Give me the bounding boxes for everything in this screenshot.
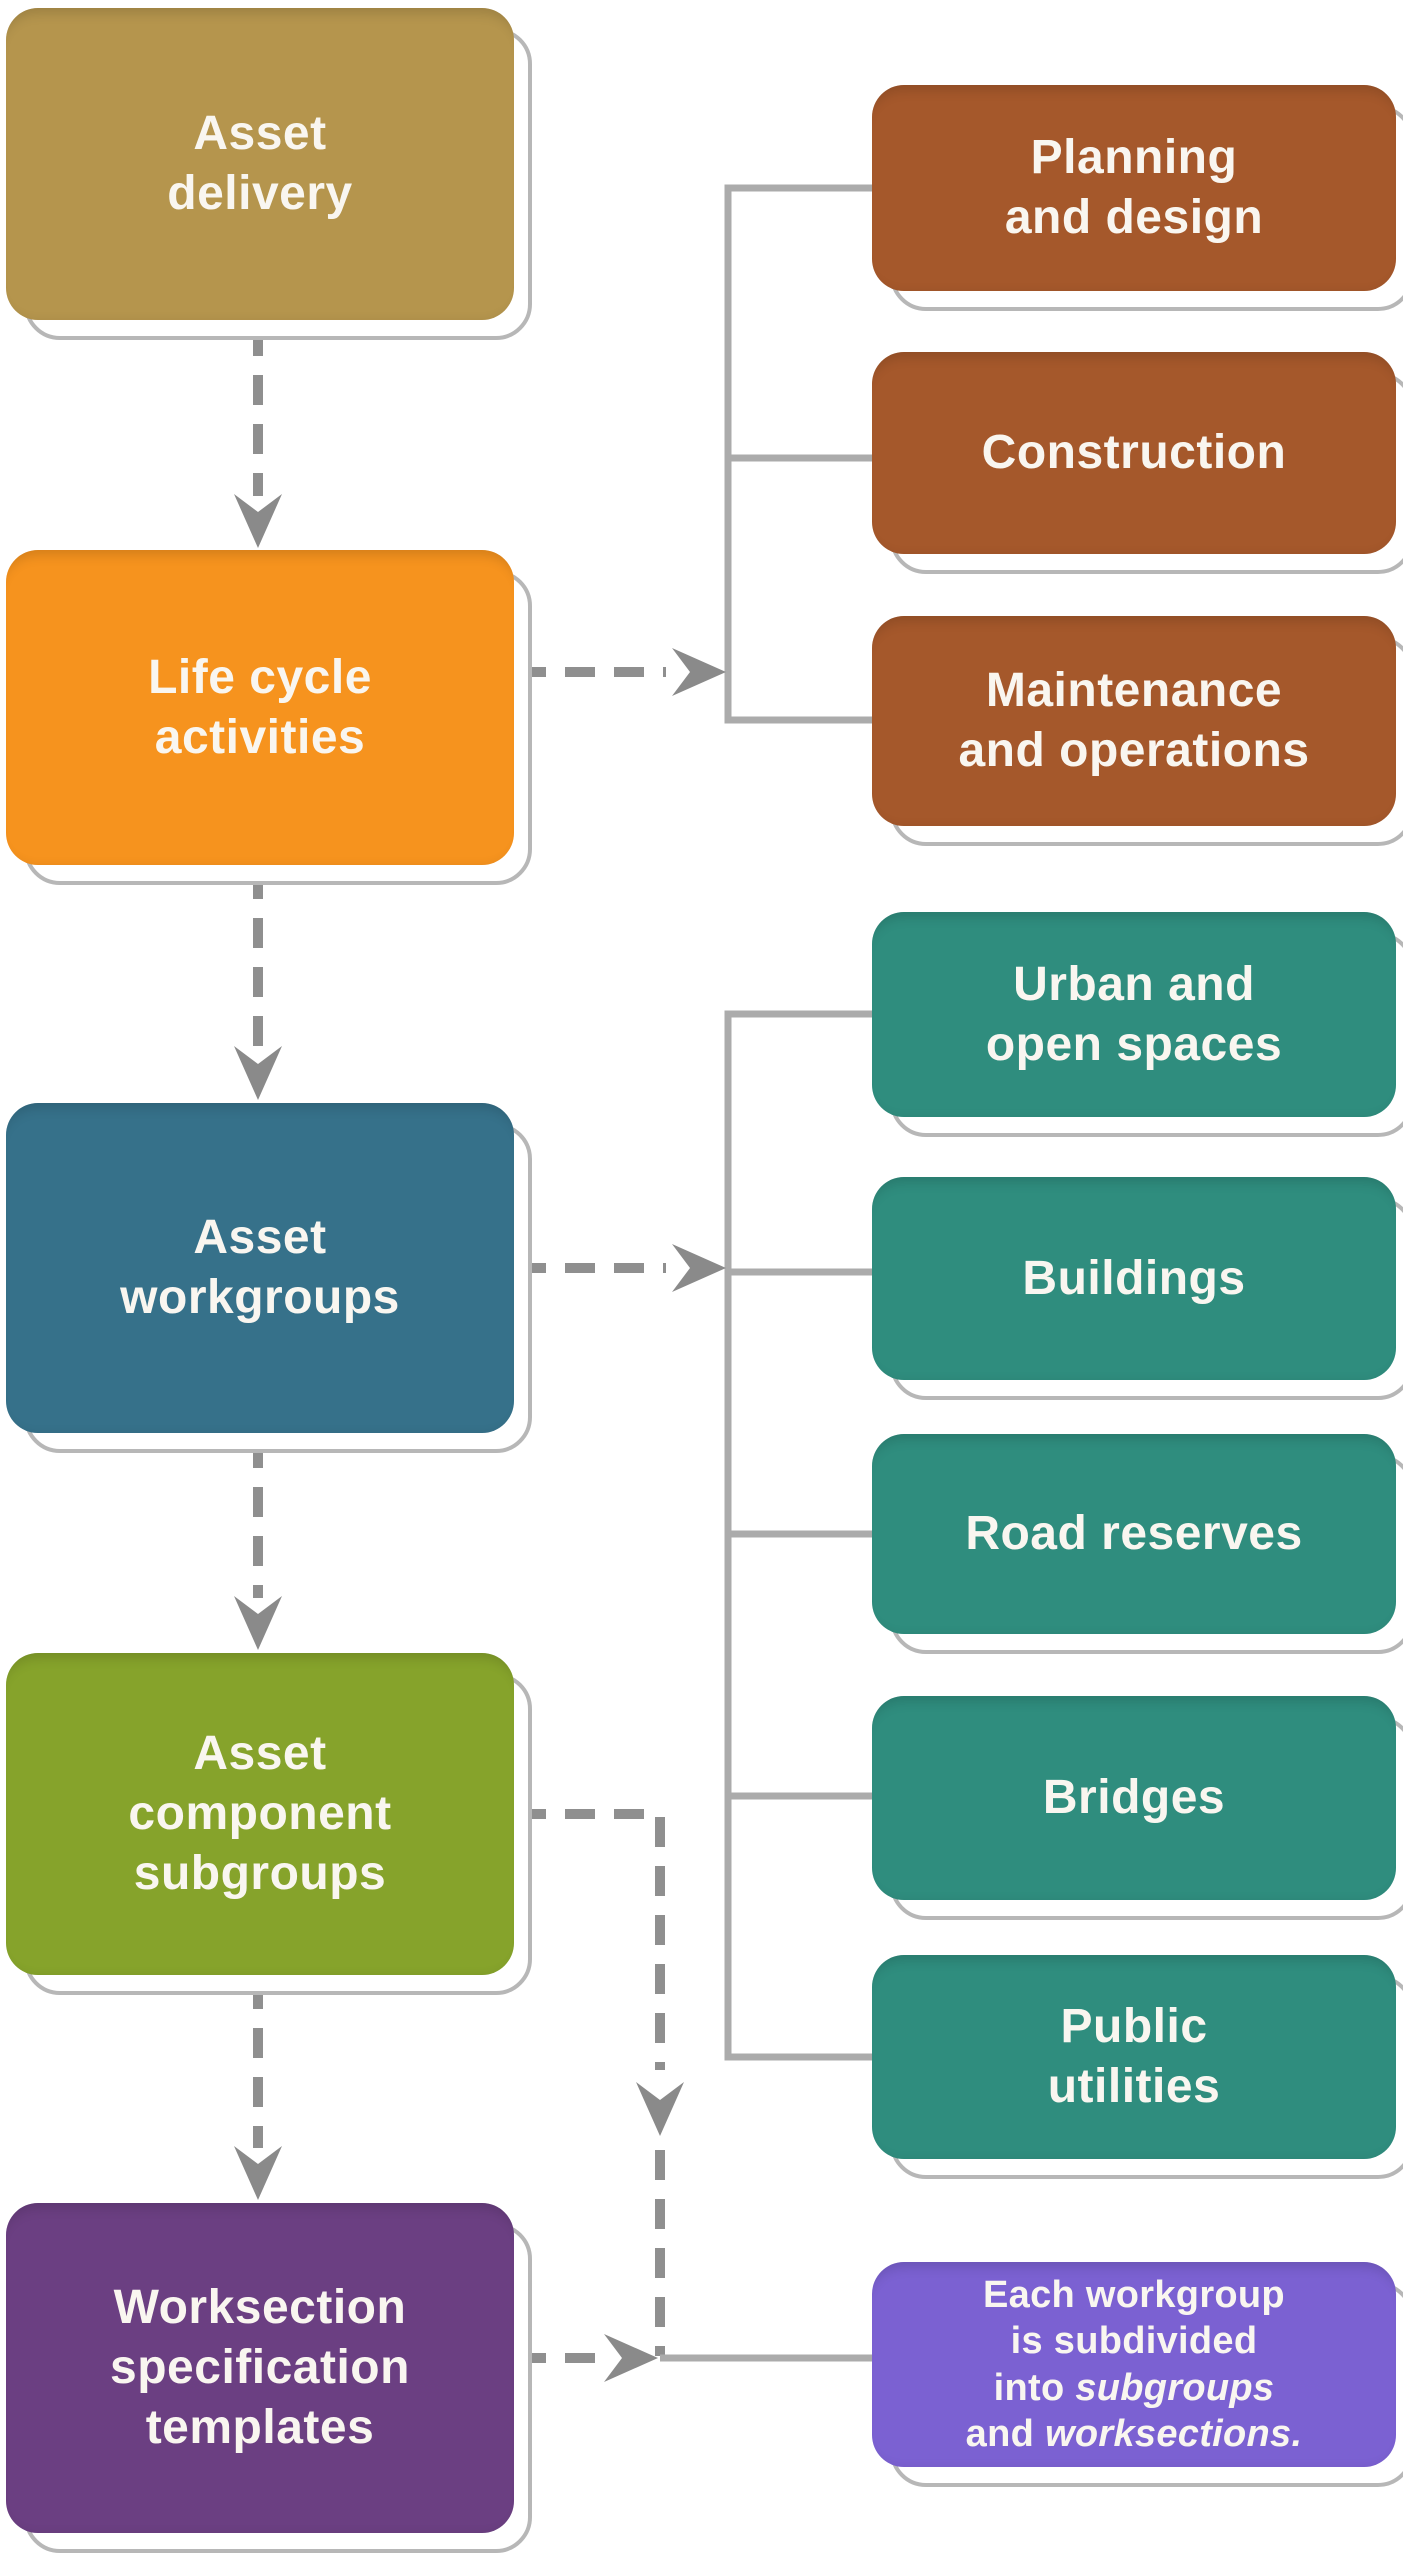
- node-planning-and-design: Planning and design: [872, 85, 1403, 311]
- node-life-cycle-activities: Life cycle activities: [6, 550, 532, 885]
- node-face: Bridges: [872, 1696, 1396, 1900]
- arrowhead-down-to-life-cycle: [234, 494, 282, 548]
- node-label: Asset delivery: [167, 107, 353, 220]
- node-label: Planning and design: [1004, 131, 1264, 244]
- bracket-workgroups-group: [724, 1010, 874, 2061]
- node-face: Planning and design: [872, 85, 1396, 291]
- arrowhead-down-to-component-subgroups: [234, 1596, 282, 1650]
- node-face: Asset component subgroups: [6, 1653, 514, 1975]
- node-urban-and-open-spaces: Urban and open spaces: [872, 912, 1403, 1137]
- bracket-life-cycle-group: [724, 184, 874, 724]
- node-face: Asset delivery: [6, 8, 514, 320]
- node-bridges: Bridges: [872, 1696, 1403, 1920]
- node-buildings: Buildings: [872, 1177, 1403, 1400]
- node-label: Asset workgroups: [120, 1211, 400, 1324]
- node-label: Construction: [981, 426, 1287, 479]
- arrowhead-down-elbow: [636, 2082, 684, 2136]
- node-face: Asset workgroups: [6, 1103, 514, 1433]
- node-label: Road reserves: [965, 1507, 1303, 1560]
- node-asset-component-subgroups: Asset component subgroups: [6, 1653, 532, 1995]
- node-label: Buildings: [1022, 1251, 1246, 1305]
- node-face: Worksection specification templates: [6, 2203, 514, 2533]
- note-line: into subgroups: [993, 2366, 1275, 2409]
- node-label: Public utilities: [1047, 2000, 1221, 2113]
- node-worksection-specification-templates: Worksection specification templates: [6, 2203, 532, 2553]
- node-label: Worksection specification templates: [110, 2281, 410, 2454]
- node-face: Urban and open spaces: [872, 912, 1396, 1117]
- node-asset-delivery: Asset delivery: [6, 8, 532, 340]
- note-text: Each workgroup is subdivided into subgro…: [966, 2272, 1303, 2457]
- node-label: Bridges: [1042, 1771, 1226, 1824]
- node-label: Maintenance and operations: [958, 664, 1310, 777]
- node-face: Life cycle activities: [6, 550, 514, 865]
- node-public-utilities: Public utilities: [872, 1955, 1403, 2179]
- arrowhead-down-to-worksection: [234, 2146, 282, 2200]
- note-line: is subdivided: [1010, 2320, 1258, 2363]
- node-label: Life cycle activities: [148, 650, 372, 764]
- dashed-elbow-component-subgroups: [516, 1809, 665, 2070]
- node-face: Construction: [872, 352, 1396, 554]
- node-label: Asset component subgroups: [128, 1727, 392, 1900]
- node-label: Urban and open spaces: [985, 957, 1283, 1071]
- note-face: Each workgroup is subdivided into subgro…: [872, 2262, 1396, 2467]
- node-face: Buildings: [872, 1177, 1396, 1380]
- arrowhead-down-to-asset-workgroups: [234, 1046, 282, 1100]
- node-construction: Construction: [872, 352, 1403, 574]
- node-face: Public utilities: [872, 1955, 1396, 2159]
- arrowhead-right-to-junction: [604, 2334, 658, 2382]
- arrowhead-right-to-workgroups-bracket: [672, 1244, 726, 1292]
- arrowhead-right-to-lifecycle-bracket: [672, 648, 726, 696]
- node-face: Road reserves: [872, 1434, 1396, 1634]
- node-face: Maintenance and operations: [872, 616, 1396, 826]
- node-maintenance-and-operations: Maintenance and operations: [872, 616, 1403, 846]
- note-line: and worksections.: [965, 2412, 1303, 2455]
- note-workgroup-subdivision: Each workgroup is subdivided into subgro…: [872, 2262, 1403, 2487]
- node-road-reserves: Road reserves: [872, 1434, 1403, 1654]
- note-line: Each workgroup: [983, 2273, 1285, 2316]
- node-asset-workgroups: Asset workgroups: [6, 1103, 532, 1453]
